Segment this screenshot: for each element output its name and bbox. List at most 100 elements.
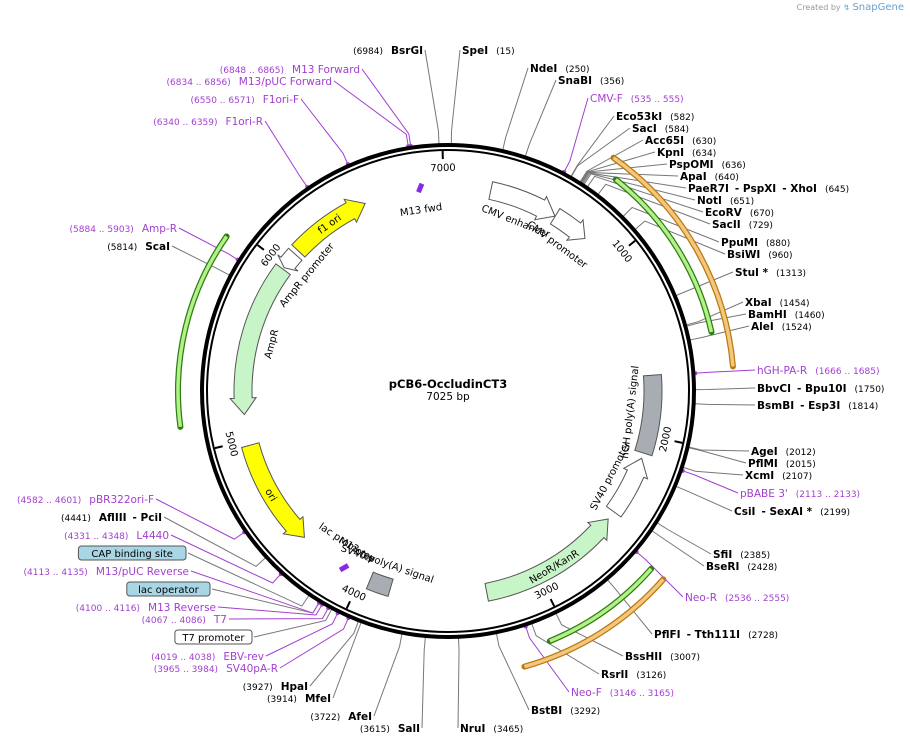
tick-mark — [674, 440, 683, 444]
site-label-name: KpnI — [657, 147, 684, 159]
site-label-name: hGH-PA-R — [757, 365, 807, 377]
site-label-alei: AleI(1524) — [751, 321, 812, 333]
site-label-position: (582) — [670, 113, 694, 123]
site-label-position: (5884 .. 5903) — [70, 225, 134, 235]
site-label-name: Neo-F — [571, 687, 602, 699]
site-label-l4440: (4331 .. 4348)L4440 — [64, 530, 169, 542]
site-label-name2: - Esp3I — [800, 400, 840, 412]
site-label-position: (3146 .. 3165) — [610, 689, 674, 699]
site-label-bamhi: BamHI(1460) — [748, 309, 825, 321]
site-label-m13-forward: (6848 .. 6865)M13 Forward — [220, 64, 360, 76]
site-label-name: RsrII — [601, 669, 628, 681]
site-label-xcmi: XcmI(2107) — [745, 470, 812, 482]
site-label-position: (4100 .. 4116) — [76, 604, 140, 614]
site-label-name: SV40pA-R — [226, 663, 278, 675]
site-label-text: Eco53kI(582) — [616, 111, 694, 123]
site-label-position: (2536 .. 2555) — [725, 594, 789, 604]
site-label-name: SacII — [712, 219, 741, 231]
site-label-position: (640) — [715, 173, 739, 183]
leader-line — [634, 220, 726, 255]
site-label-text: RsrII (3126) — [601, 669, 666, 681]
site-label-position: (6848 .. 6865) — [220, 66, 284, 76]
site-label-text: (6834 .. 6856)M13/pUC Forward — [167, 76, 332, 88]
site-label-name: NruI — [460, 723, 485, 735]
site-label-position: (2199) — [820, 508, 850, 518]
leader-line — [582, 172, 687, 189]
leader-line — [586, 175, 704, 213]
site-label-agei: AgeI(2012) — [751, 446, 816, 458]
tick-mark — [549, 598, 556, 607]
site-label-text: (4331 .. 4348)L4440 — [64, 530, 169, 542]
site-label-text: BbvCI- Bpu10I(1750) — [757, 383, 884, 395]
site-label-bsiwi: BsiWI(960) — [727, 249, 793, 261]
leader-line — [333, 80, 409, 148]
site-label-name: BsiWI — [727, 249, 760, 261]
site-label-pbr322ori-f: (4582 .. 4601)pBR322ori-F — [17, 494, 154, 506]
leader-line — [253, 608, 333, 638]
site-label-name: pBABE 3' — [740, 488, 788, 500]
leader-line — [681, 470, 739, 494]
site-label-ppumi: PpuMI(880) — [721, 237, 790, 249]
leader-line — [694, 369, 756, 374]
tick-mark — [628, 239, 636, 247]
plasmid-name: pCB6-OccludinCT3 — [389, 377, 507, 391]
feature-cmv-enhancer — [488, 181, 556, 221]
site-label-position: (670) — [750, 209, 774, 219]
site-label-position: (3126) — [636, 671, 666, 681]
site-label-text: Neo-F (3146 .. 3165) — [571, 687, 674, 699]
site-label-saci: SacI(584) — [632, 123, 689, 135]
leader-line — [622, 206, 720, 243]
site-label-scai: (5814)ScaI — [107, 241, 170, 253]
site-label-position: (2728) — [748, 631, 778, 641]
leader-line — [607, 579, 653, 635]
feature-neor-kanr — [484, 518, 609, 602]
site-label-afliii: (4441)AflIII- PciI — [61, 512, 162, 524]
site-label-position: (6834 .. 6856) — [167, 78, 231, 88]
site-label-neo-f: Neo-F (3146 .. 3165) — [571, 687, 674, 699]
site-label-name3: - XhoI — [782, 183, 817, 195]
site-label-position: (3965 .. 3984) — [154, 665, 218, 675]
orf-arc — [176, 235, 229, 428]
site-label-text: (5884 .. 5903)Amp-R — [70, 223, 177, 235]
leader-line — [651, 530, 705, 567]
leader-line — [555, 612, 624, 657]
site-label-text: BstBI(3292) — [531, 705, 600, 717]
site-label-name: PflMI — [748, 458, 778, 470]
site-label-position: (6984) — [353, 47, 383, 57]
leader-line — [688, 446, 750, 452]
inner-marker-label: lac promoter — [317, 521, 377, 566]
backbone — [200, 143, 696, 639]
site-label-csii: CsiI- SexAI *(2199) — [734, 506, 850, 518]
backbone-inner-ring — [206, 149, 690, 633]
site-label-position: (2107) — [782, 472, 812, 482]
site-label-name: pBR322ori-F — [89, 494, 154, 506]
leader-line — [421, 636, 426, 729]
site-label-acc65i: Acc65I(630) — [645, 135, 716, 147]
site-label-f1ori-r: (6340 .. 6359)F1ori-R — [153, 116, 263, 128]
site-label-f1ori-f: (6550 .. 6571)F1ori-F — [191, 94, 300, 106]
leader-line — [694, 387, 756, 391]
site-label-text: Neo-R (2536 .. 2555) — [685, 592, 789, 604]
site-label-paer7i: PaeR7I- PspXI- XhoI(645) — [688, 183, 849, 195]
leader-line — [178, 227, 239, 261]
inner-marker — [338, 563, 350, 573]
leader-line — [563, 97, 589, 174]
site-label-name: AfeI — [348, 711, 372, 723]
site-label-text: SacII(729) — [712, 219, 773, 231]
site-label-noti: NotI(651) — [697, 195, 754, 207]
leader-line — [332, 622, 362, 699]
site-label-hgh-pa-r: hGH-PA-R(1666 .. 1685) — [757, 365, 879, 377]
snapgene-credit: Created by ↯ SnapGene — [797, 2, 904, 13]
site-label-name: ScaI — [145, 241, 170, 253]
site-label-name: MfeI — [305, 693, 331, 705]
site-label-name: CMV-F — [590, 93, 623, 105]
site-label-name: BbvCI — [757, 383, 791, 395]
site-label-name: AleI — [751, 321, 774, 333]
feature-hgh-poly-a-signal — [634, 373, 663, 457]
site-label-text: BsiWI(960) — [727, 249, 793, 261]
site-label-name: Neo-R — [685, 592, 717, 604]
site-label-name: SacI — [632, 123, 657, 135]
site-label-name: F1ori-R — [226, 116, 263, 128]
site-label-name: BssHII — [625, 651, 662, 663]
